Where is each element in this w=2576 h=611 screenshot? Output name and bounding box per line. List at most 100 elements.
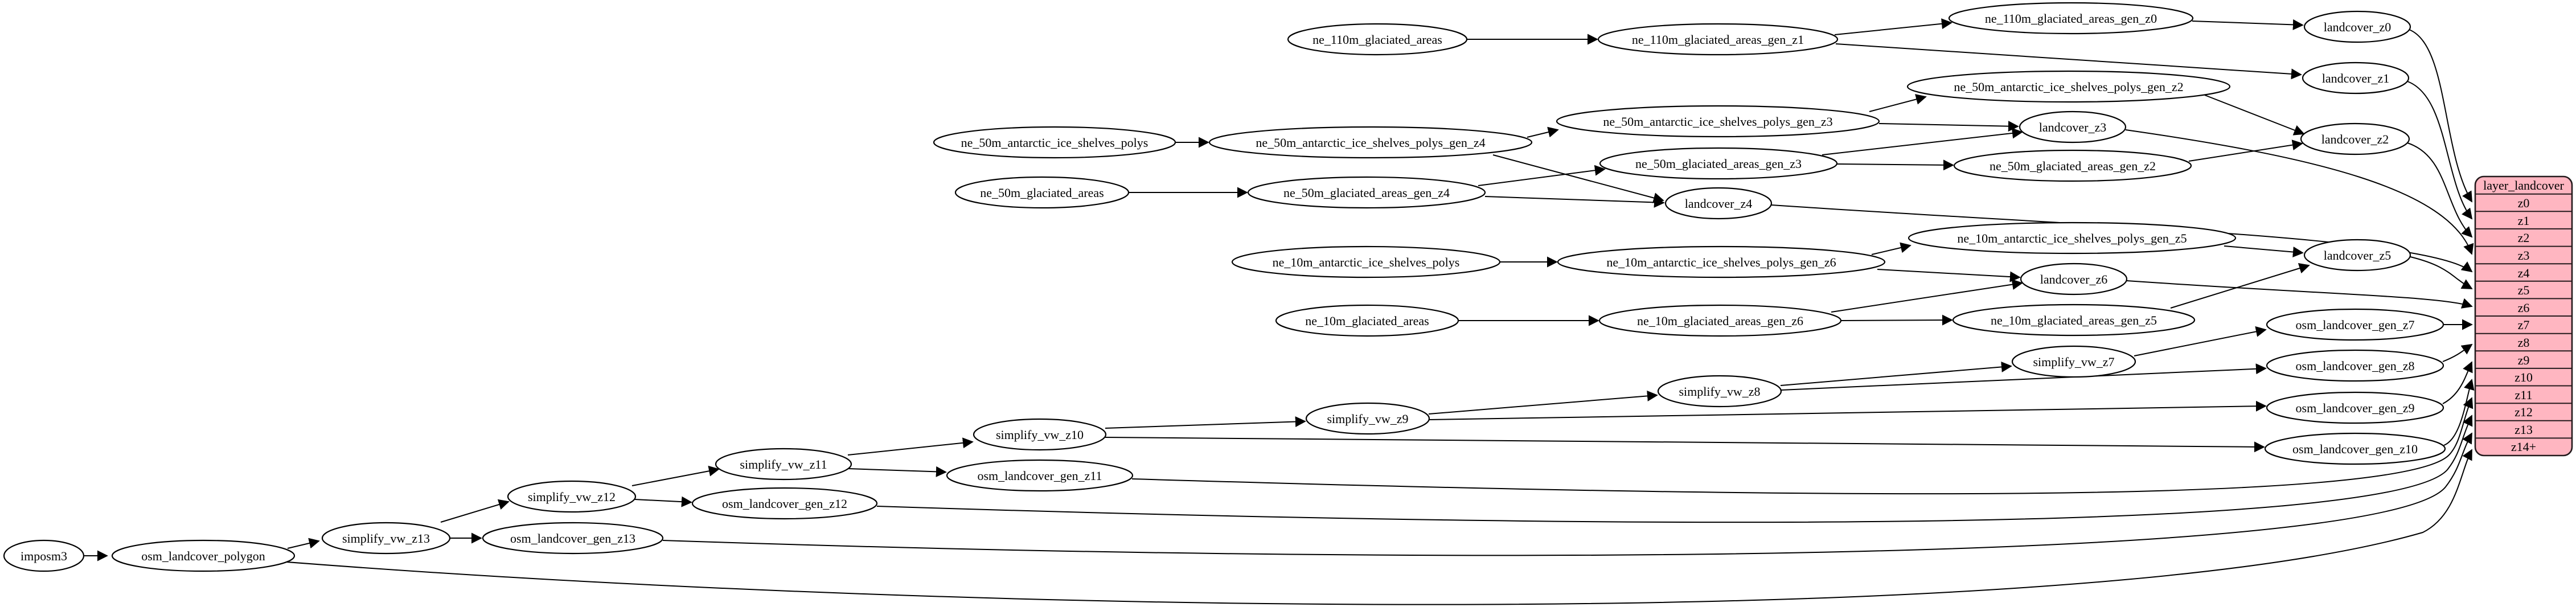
edge-landcover_z3-z3 [2125, 129, 2474, 255]
node-osm_landcover_gen_z11: osm_landcover_gen_z11 [946, 459, 1134, 492]
edge-ggen4-landcover_z4 [1484, 196, 1665, 208]
node-ne_50m_glaciated_areas_gen_z4: ne_50m_glaciated_areas_gen_z4 [1247, 176, 1486, 209]
node-landcover_z2: landcover_z2 [2300, 122, 2410, 155]
edge-simplify_vw_z12-simplify_vw_z11 [631, 465, 720, 486]
edge-g5-landcover_z5 [2170, 263, 2310, 309]
svg-text:landcover_z2: landcover_z2 [2321, 132, 2389, 146]
node-osm_landcover_gen_z9: osm_landcover_gen_z9 [2266, 391, 2444, 424]
edge-osm_landcover_gen_z10-z10 [2443, 379, 2475, 446]
table-row-z14plus: z14+ [2511, 440, 2536, 454]
table-row-z11: z11 [2515, 388, 2533, 402]
edge-g6-landcover_z6 [1831, 279, 2023, 313]
table-row-z10: z10 [2515, 370, 2533, 384]
node-imposm3: imposm3 [3, 539, 85, 572]
node-landcover_z6: landcover_z6 [2020, 263, 2128, 296]
edge-landcover_z6-z6 [2126, 280, 2473, 309]
node-osm_landcover_gen_z12: osm_landcover_gen_z12 [691, 487, 878, 520]
edge-simplify_vw_z12-osm_landcover_gen_z12 [634, 496, 692, 507]
node-ne_50m_antarctic_ice_shelves_polys_gen_z2: ne_50m_antarctic_ice_shelves_polys_gen_z… [1906, 70, 2231, 103]
edge-p6-landcover_z6 [1877, 269, 2021, 282]
svg-text:osm_landcover_gen_z7: osm_landcover_gen_z7 [2296, 318, 2415, 332]
edge-simplify_vw_z9-osm_landcover_gen_z9 [1429, 400, 2267, 420]
edge-ggen4-ggen3 [1478, 165, 1606, 186]
svg-text:ne_50m_antarctic_ice_shelves_p: ne_50m_antarctic_ice_shelves_polys [961, 136, 1148, 150]
svg-text:ne_110m_glaciated_areas_gen_z0: ne_110m_glaciated_areas_gen_z0 [1985, 11, 2157, 26]
node-landcover_z3: landcover_z3 [2019, 110, 2127, 143]
node-osm_landcover_polygon: osm_landcover_polygon [111, 539, 296, 572]
table-row-z9: z9 [2518, 353, 2530, 367]
svg-text:simplify_vw_z13: simplify_vw_z13 [342, 531, 430, 546]
edge-osm_landcover_gen_z12-z12 [876, 415, 2473, 523]
svg-text:ne_10m_antarctic_ice_shelves_p: ne_10m_antarctic_ice_shelves_polys_gen_z… [1957, 231, 2187, 245]
edge-ggen3-ggen2 [1836, 159, 1954, 171]
svg-text:ne_50m_antarctic_ice_shelves_p: ne_50m_antarctic_ice_shelves_polys_gen_z… [1256, 136, 1485, 150]
svg-text:osm_landcover_gen_z8: osm_landcover_gen_z8 [2296, 359, 2415, 373]
svg-text:landcover_z3: landcover_z3 [2039, 120, 2107, 134]
table-row-z6: z6 [2518, 301, 2530, 315]
edge-simplify_vw_z8-osm_landcover_gen_z8 [1781, 363, 2267, 391]
svg-text:ne_10m_glaciated_areas_gen_z6: ne_10m_glaciated_areas_gen_z6 [1637, 314, 1803, 328]
svg-text:osm_landcover_gen_z13: osm_landcover_gen_z13 [510, 531, 635, 546]
node-ne_10m_glaciated_areas_gen_z6: ne_10m_glaciated_areas_gen_z6 [1598, 304, 1842, 337]
svg-text:ne_50m_antarctic_ice_shelves_p: ne_50m_antarctic_ice_shelves_polys_gen_z… [1954, 80, 2183, 94]
node-landcover_z5: landcover_z5 [2303, 239, 2411, 272]
edge-osm_landcover_gen_z13-z13 [662, 432, 2472, 556]
edge-osm_landcover_polygon-simplify_vw_z13 [287, 538, 320, 549]
edge-pgen2-landcover_z2 [2204, 95, 2305, 136]
edge-simplify_vw_z9-simplify_vw_z8 [1428, 390, 1658, 415]
svg-text:landcover_z6: landcover_z6 [2040, 272, 2108, 286]
node-simplify_vw_z11: simplify_vw_z11 [715, 448, 852, 481]
edge-osm_landcover_gen_z8-z8 [2442, 343, 2473, 362]
node-ne_10m_antarctic_ice_shelves_polys: ne_10m_antarctic_ice_shelves_polys [1231, 245, 1501, 278]
edge-osm_landcover_gen_z11-z11 [1131, 397, 2474, 495]
table-row-z0: z0 [2518, 196, 2530, 210]
svg-text:ne_50m_glaciated_areas_gen_z4: ne_50m_glaciated_areas_gen_z4 [1283, 186, 1450, 200]
svg-text:ne_10m_antarctic_ice_shelves_p: ne_10m_antarctic_ice_shelves_polys [1273, 255, 1460, 269]
svg-text:ne_50m_glaciated_areas_gen_z2: ne_50m_glaciated_areas_gen_z2 [1990, 159, 2156, 173]
edge-simplify_vw_z7-osm_landcover_gen_z7 [2134, 326, 2267, 356]
svg-text:ne_10m_antarctic_ice_shelves_p: ne_10m_antarctic_ice_shelves_polys_gen_z… [1606, 255, 1836, 269]
svg-text:simplify_vw_z7: simplify_vw_z7 [2033, 355, 2115, 369]
edge-simplify_vw_z11-simplify_vw_z10 [847, 437, 974, 456]
edge-pgen3-landcover_z3 [1878, 121, 2019, 132]
node-landcover_z1: landcover_z1 [2302, 61, 2410, 95]
node-ne_50m_antarctic_ice_shelves_polys_gen_z3: ne_50m_antarctic_ice_shelves_polys_gen_z… [1556, 105, 1880, 138]
edge-pgen3-pgen2 [1869, 94, 1927, 112]
table-row-z13: z13 [2515, 423, 2533, 437]
edge-simplify_vw_z13-simplify_vw_z12 [440, 499, 510, 523]
node-ne_50m_glaciated_areas: ne_50m_glaciated_areas [954, 176, 1130, 209]
table-row-z1: z1 [2518, 214, 2530, 228]
edge-landcover_z5-z5 [2410, 256, 2473, 289]
svg-text:ne_110m_glaciated_areas_gen_z1: ne_110m_glaciated_areas_gen_z1 [1632, 32, 1804, 47]
edge-ggen3-landcover_z3 [1822, 128, 2023, 155]
svg-text:simplify_vw_z11: simplify_vw_z11 [740, 457, 827, 471]
table-title: layer_landcover [2483, 178, 2564, 192]
node-ne_50m_glaciated_areas_gen_z3: ne_50m_glaciated_areas_gen_z3 [1599, 147, 1838, 180]
node-osm_landcover_gen_z13: osm_landcover_gen_z13 [482, 522, 664, 555]
svg-text:imposm3: imposm3 [20, 549, 67, 563]
svg-text:simplify_vw_z8: simplify_vw_z8 [1679, 384, 1761, 399]
edge-landcover_z0-z0 [2409, 29, 2472, 203]
edge-gen_z0-landcover_z0 [2192, 19, 2304, 30]
table-row-z12: z12 [2515, 405, 2533, 419]
node-simplify_vw_z9: simplify_vw_z9 [1305, 402, 1430, 435]
edge-p5-landcover_z5 [2224, 245, 2304, 257]
node-ne_50m_glaciated_areas_gen_z2: ne_50m_glaciated_areas_gen_z2 [1953, 149, 2192, 182]
edge-osm_landcover_gen_z9-z9 [2442, 361, 2473, 404]
edge-simplify_vw_z10-osm_landcover_gen_z10 [1105, 437, 2265, 453]
node-ne_50m_antarctic_ice_shelves_polys: ne_50m_antarctic_ice_shelves_polys [933, 126, 1176, 159]
table-row-z2: z2 [2518, 231, 2530, 245]
node-ne_10m_antarctic_ice_shelves_polys_gen_z5: ne_10m_antarctic_ice_shelves_polys_gen_z… [1908, 222, 2237, 255]
table-row-z4: z4 [2518, 266, 2530, 280]
svg-text:osm_landcover_gen_z12: osm_landcover_gen_z12 [722, 497, 847, 511]
edge-gen_z1-gen_z0 [1834, 18, 1952, 35]
node-osm_landcover_gen_z7: osm_landcover_gen_z7 [2266, 308, 2444, 341]
node-ne_10m_glaciated_areas_gen_z5: ne_10m_glaciated_areas_gen_z5 [1952, 304, 2196, 337]
edge-g6-g5 [1840, 314, 1953, 326]
edge-landcover_z1-z1 [2407, 81, 2473, 220]
node-ne_110m_glaciated_areas_gen_z1: ne_110m_glaciated_areas_gen_z1 [1597, 23, 1839, 56]
svg-text:ne_10m_glaciated_areas_gen_z5: ne_10m_glaciated_areas_gen_z5 [1991, 313, 2157, 327]
nodes-layer: imposm3 osm_landcover_polygon simplify_v… [3, 2, 2446, 572]
svg-text:simplify_vw_z10: simplify_vw_z10 [996, 428, 1084, 442]
